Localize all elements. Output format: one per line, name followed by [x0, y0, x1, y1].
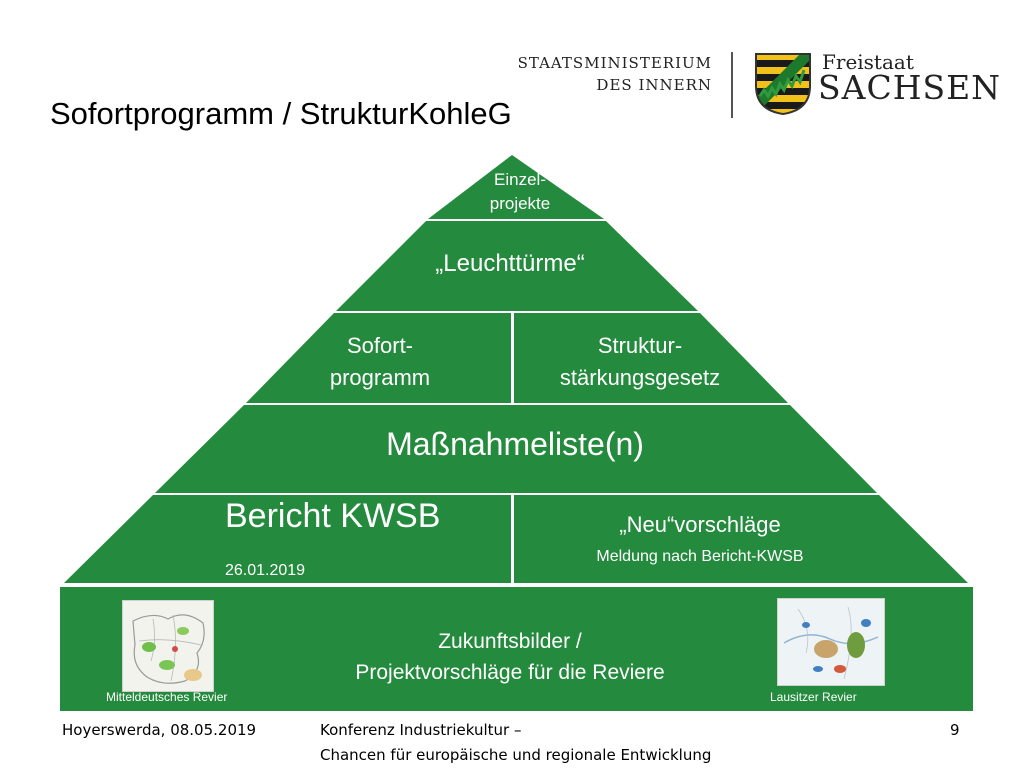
tier-einzelprojekte-label: Einzel- projekte: [460, 168, 580, 216]
footer-event-line2: Chancen für europäische und regionale En…: [320, 746, 712, 764]
footer-event-line1: Konferenz Industriekultur –: [320, 721, 522, 739]
tier-neuvorschlaege-title: „Neu“vorschläge: [619, 512, 781, 537]
pyramid-tier-neuvorschlaege: [514, 495, 968, 583]
base-zukunftsbilder-line1: Zukunftsbilder /: [438, 630, 582, 653]
tier-bericht-kwsb-title: Bericht KWSB: [225, 497, 441, 535]
pyramid-tier-sofortprogramm: [246, 313, 511, 403]
lausitzer-revier-map-icon: [777, 598, 885, 686]
tier-leuchttuerme-label: „Leuchttürme“: [435, 250, 585, 277]
tier-strukturstaerkungsgesetz-line2: stärkungsgesetz: [559, 365, 721, 390]
pyramid-tier-einzelprojekte: [428, 155, 604, 219]
ministry-name-line2: DES INNERN: [596, 76, 712, 94]
base-zukunftsbilder-label: Zukunftsbilder / Projektvorschläge für d…: [260, 626, 760, 688]
tier-sofortprogramm-line2: programm: [329, 365, 431, 390]
state-label-sachsen: SACHSEN: [818, 68, 1002, 107]
tier-bericht-kwsb-date: 26.01.2019: [225, 562, 306, 579]
mitteldeutsches-revier-map-icon: [122, 600, 214, 692]
state-label-freistaat: Freistaat: [822, 50, 914, 74]
tier-strukturstaerkungsgesetz-label: Struktur- stärkungsgesetz: [520, 330, 760, 394]
pyramid-tier-strukturstaerkungsgesetz: [514, 313, 788, 403]
pyramid-tier-massnahmeliste: [155, 405, 877, 493]
pyramid-tier-leuchttuerme: [336, 221, 698, 311]
logo-divider: [731, 52, 733, 118]
tier-einzelprojekte-line2: projekte: [489, 194, 551, 213]
footer-page-number: 9: [950, 721, 960, 739]
base-zukunftsbilder-line2: Projektvorschläge für die Reviere: [355, 661, 665, 684]
tier-strukturstaerkungsgesetz-line1: Struktur-: [597, 333, 683, 358]
tier-sofortprogramm-line1: Sofort-: [346, 333, 414, 358]
pyramid-tier-bericht-kwsb: [64, 495, 511, 583]
slide-title: Sofortprogramm / StrukturKohleG: [50, 96, 512, 131]
footer-location-date: Hoyerswerda, 08.05.2019: [62, 721, 257, 739]
lausitzer-revier-caption: Lausitzer Revier: [770, 690, 857, 704]
tier-massnahmeliste-label: Maßnahmeliste(n): [386, 426, 644, 462]
saxony-coat-of-arms-icon: [755, 53, 811, 116]
mitteldeutsches-revier-caption: Mitteldeutsches Revier: [106, 690, 228, 704]
tier-einzelprojekte-line1: Einzel-: [494, 170, 546, 189]
tier-sofortprogramm-label: Sofort- programm: [300, 330, 460, 394]
footer-event: Konferenz Industriekultur – Chancen für …: [320, 718, 711, 768]
tier-neuvorschlaege-subtitle: Meldung nach Bericht-KWSB: [596, 548, 804, 565]
ministry-name-line1: STAATSMINISTERIUM: [517, 54, 712, 72]
